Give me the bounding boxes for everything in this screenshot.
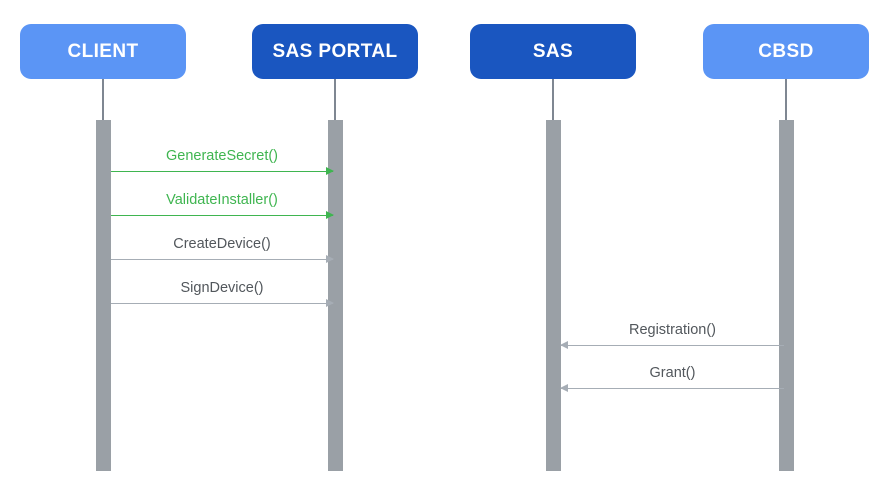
message-line-generate-secret	[111, 171, 333, 172]
activation-bar-sas-portal	[327, 120, 343, 471]
arrowhead-left-icon	[560, 340, 568, 349]
arrowhead-right-icon	[326, 210, 334, 219]
participant-box-sas[interactable]: SAS	[470, 24, 636, 79]
message-label-registration: Registration()	[628, 322, 717, 338]
participant-box-sas-portal[interactable]: SAS PORTAL	[252, 24, 418, 79]
message-line-grant	[561, 388, 784, 389]
participant-label-sas-portal: SAS PORTAL	[272, 40, 398, 62]
message-label-validate-installer: ValidateInstaller()	[166, 192, 278, 208]
message-label-sign-device: SignDevice()	[180, 280, 264, 296]
participant-label-client: CLIENT	[67, 40, 139, 62]
arrowhead-right-icon	[326, 254, 334, 263]
activation-bar-sas	[545, 120, 561, 471]
message-label-grant: Grant()	[649, 365, 696, 381]
lifeline-client	[102, 79, 104, 120]
activation-bar-cbsd	[778, 120, 794, 471]
lifeline-sas	[552, 79, 554, 120]
message-line-create-device	[111, 259, 333, 260]
arrowhead-left-icon	[560, 383, 568, 392]
message-line-validate-installer	[111, 215, 333, 216]
arrowhead-right-icon	[326, 166, 334, 175]
lifeline-cbsd	[785, 79, 787, 120]
message-label-generate-secret: GenerateSecret()	[165, 148, 279, 164]
message-label-create-device: CreateDevice()	[173, 236, 271, 252]
participant-box-cbsd[interactable]: CBSD	[703, 24, 869, 79]
message-line-sign-device	[111, 303, 333, 304]
lifeline-sas-portal	[334, 79, 336, 120]
activation-bar-client	[95, 120, 111, 471]
participant-label-sas: SAS	[532, 40, 574, 62]
message-line-registration	[561, 345, 784, 346]
arrowhead-right-icon	[326, 298, 334, 307]
participant-box-client[interactable]: CLIENT	[20, 24, 186, 79]
participant-label-cbsd: CBSD	[758, 40, 814, 62]
